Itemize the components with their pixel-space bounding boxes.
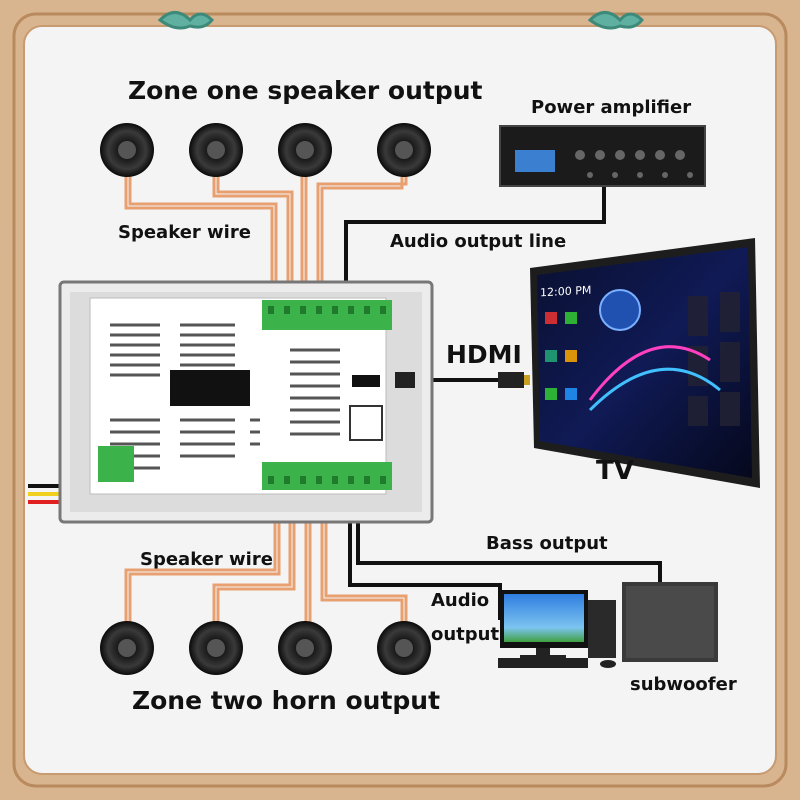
power-amplifier-label: Power amplifier [531,97,692,118]
ceiling-speaker-icon [100,621,431,675]
speaker-wire-label-bottom: Speaker wire [140,549,273,570]
wall-panel-amplifier [58,280,434,524]
speaker-wire-label-top: Speaker wire [118,222,251,243]
power-amplifier-icon [499,125,706,187]
zone-one-title: Zone one speaker output [128,76,483,105]
tv-clock: 12:00 PM [540,283,592,300]
ceiling-speaker-icon [100,123,431,177]
cloud-ornament-icon [157,11,645,30]
hdmi-plug-icon [395,372,530,388]
vent-slots [110,323,340,470]
subwoofer-icon [622,582,718,662]
audio-output-label-line2: output [431,624,500,645]
terminal-block-bottom [262,462,392,490]
audio-output-line-label: Audio output line [390,231,567,252]
subwoofer-label: subwoofer [630,674,737,695]
terminal-block-top [262,300,392,330]
speaker-wires-zone-two [124,485,408,625]
zone-two-title: Zone two horn output [132,686,441,715]
bass-output-label: Bass output [486,533,608,554]
hdmi-port [352,375,380,387]
tv-icon [530,238,760,488]
hdmi-label: HDMI [446,340,522,369]
audio-output-label-line1: Audio [431,590,490,611]
info-label-plate [170,370,250,406]
desktop-computer-icon [498,590,616,668]
tv-label: TV [596,456,634,486]
frame-border [12,12,788,788]
power-terminal [98,446,134,482]
